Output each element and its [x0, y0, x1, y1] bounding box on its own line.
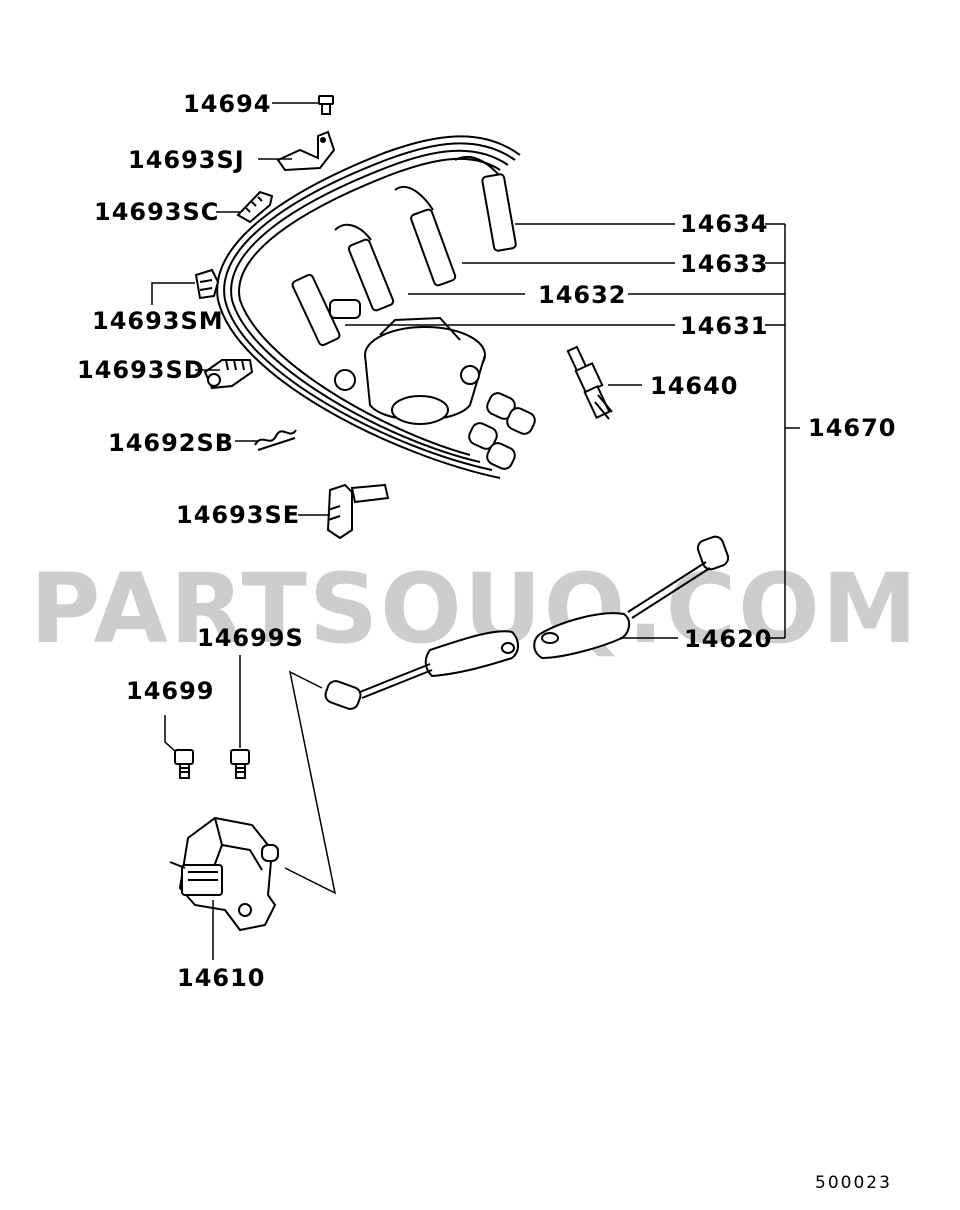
bolt-14699-icon[interactable] [174, 749, 194, 779]
label-14633: 14633 [680, 250, 769, 278]
label-14670: 14670 [808, 414, 897, 442]
label-14693sm: 14693SM [92, 307, 224, 335]
clamp-sj-icon[interactable] [276, 130, 336, 172]
bolt-icon[interactable] [318, 95, 334, 115]
label-14693sd: 14693SD [77, 356, 205, 384]
label-14693sc: 14693SC [94, 198, 219, 226]
label-14634: 14634 [680, 210, 769, 238]
label-14699s: 14699S [197, 624, 304, 652]
leader-lines [151, 102, 800, 960]
spark-plug-cable-icon [291, 155, 517, 347]
spark-plug-cable-set[interactable] [216, 135, 537, 479]
label-14699: 14699 [126, 677, 215, 705]
clamp-sc-icon[interactable] [236, 190, 274, 224]
bolt-14699s-icon[interactable] [230, 749, 250, 779]
distributor-icon[interactable] [329, 299, 486, 425]
label-14632: 14632 [538, 281, 627, 309]
ignition-coil-icon[interactable] [169, 816, 279, 932]
coil-cable-icon[interactable] [323, 534, 730, 711]
clamp-sb-icon[interactable] [254, 429, 297, 451]
reference-number: 500023 [815, 1173, 892, 1193]
label-14693se: 14693SE [176, 501, 300, 529]
clamp-sm-icon[interactable] [194, 268, 220, 300]
label-14694: 14694 [183, 90, 272, 118]
clamp-sd-icon[interactable] [203, 359, 254, 390]
spark-plug-icon[interactable] [566, 345, 613, 420]
label-14640: 14640 [650, 372, 739, 400]
label-14631: 14631 [680, 312, 769, 340]
label-14693sj: 14693SJ [128, 146, 245, 174]
label-14620: 14620 [684, 625, 773, 653]
cable-boots [468, 392, 536, 470]
clamp-se-icon[interactable] [326, 483, 390, 540]
label-14610: 14610 [177, 964, 266, 992]
label-14692sb: 14692SB [108, 429, 234, 457]
